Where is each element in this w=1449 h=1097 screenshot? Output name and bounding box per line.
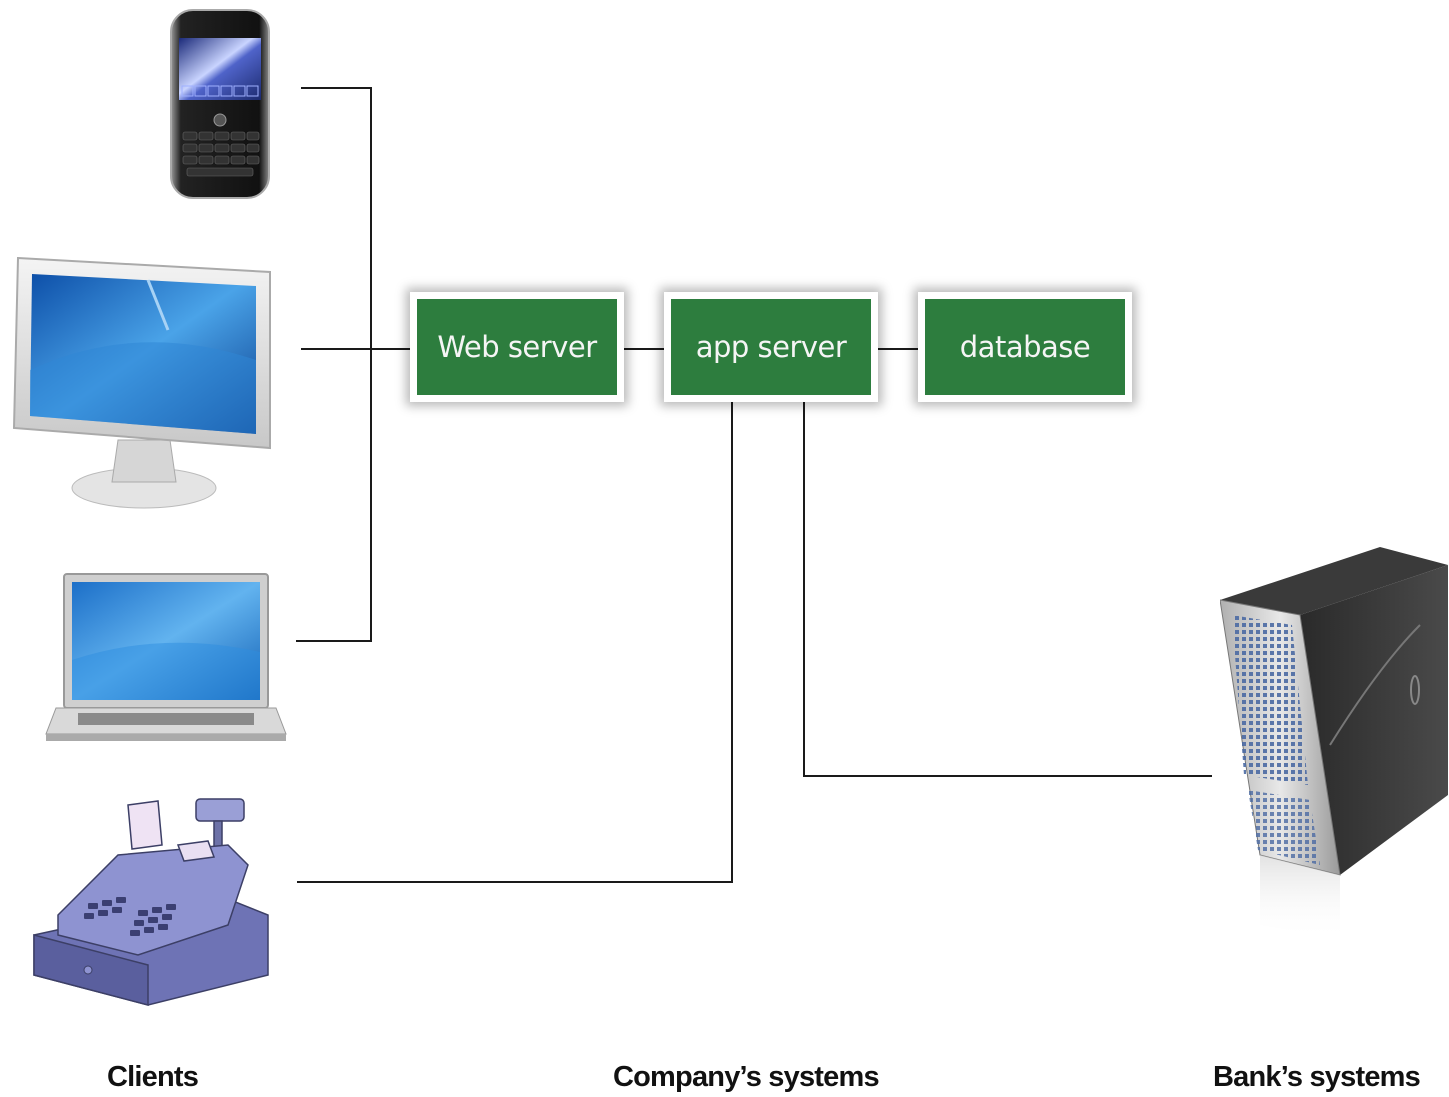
section-label-company: Company’s systems: [613, 1061, 880, 1093]
web-server-label: Web server: [417, 299, 617, 395]
cash-register-icon: [33, 798, 269, 1006]
section-label-clients: Clients: [107, 1061, 199, 1093]
connector-appserver-bank: [803, 402, 1212, 777]
laptop-icon: [45, 573, 287, 741]
desktop-monitor-icon: [12, 256, 271, 509]
app-server-node: app server: [664, 292, 878, 402]
web-server-node: Web server: [410, 292, 624, 402]
database-node: database: [918, 292, 1132, 402]
smartphone-icon: [170, 9, 270, 199]
server-tower-icon: [1220, 547, 1448, 940]
connector-phone: [296, 87, 372, 642]
database-label: database: [925, 299, 1125, 395]
section-label-bank: Bank’s systems: [1213, 1061, 1421, 1093]
app-server-label: app server: [671, 299, 871, 395]
connector-appserver-register: [297, 402, 733, 883]
